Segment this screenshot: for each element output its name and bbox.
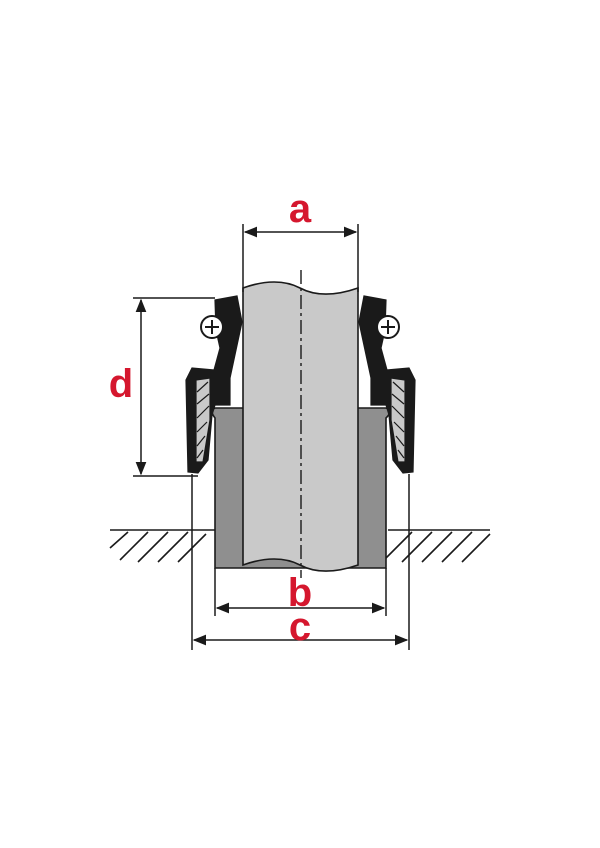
- ground-hatching-right: [383, 531, 491, 563]
- left-seal-channel: [195, 377, 211, 463]
- right-seal-hatch: [391, 381, 405, 459]
- label-c: c: [289, 605, 311, 649]
- right-seal-channel: [390, 377, 406, 463]
- dimension-b: [214, 568, 387, 616]
- right-clamp-screw-icon: [376, 315, 400, 339]
- label-d: d: [109, 362, 133, 406]
- ground: [109, 529, 491, 563]
- dimension-c: [191, 474, 410, 650]
- label-b: b: [288, 571, 312, 615]
- left-seal-hatch: [196, 381, 210, 459]
- label-a: a: [289, 187, 312, 231]
- dimension-a: [242, 224, 359, 292]
- left-clamp-screw-icon: [200, 315, 224, 339]
- dimension-d: [133, 297, 215, 477]
